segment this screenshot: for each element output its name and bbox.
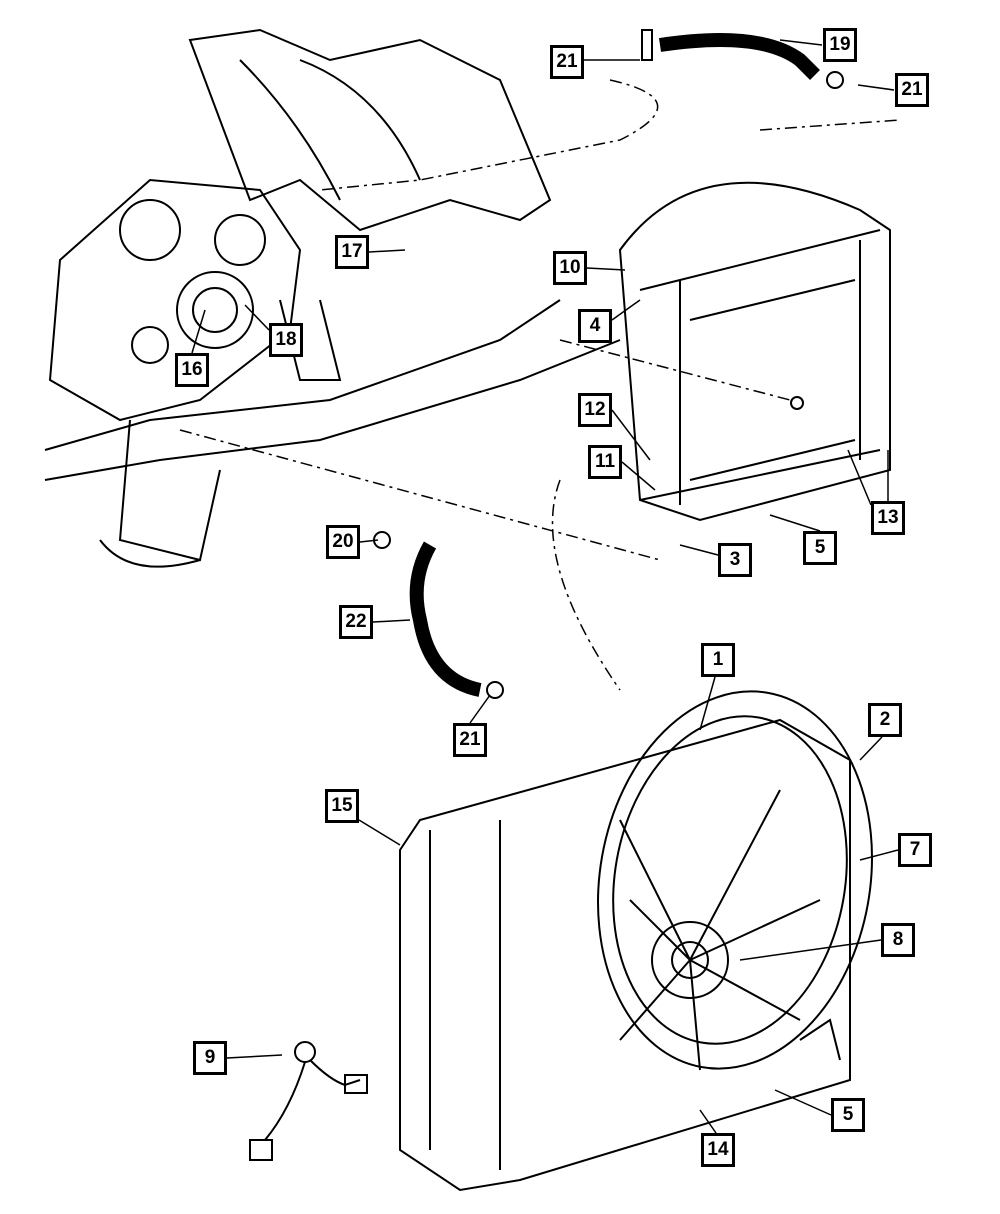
- callout-2: 2: [868, 703, 902, 737]
- callout-18: 18: [269, 323, 303, 357]
- callout-20: 20: [326, 525, 360, 559]
- callout-5-top: 5: [803, 531, 837, 565]
- callout-15: 15: [325, 789, 359, 823]
- callout-21-right: 21: [895, 73, 929, 107]
- callout-1: 1: [701, 643, 735, 677]
- callout-13: 13: [871, 501, 905, 535]
- callout-16: 16: [175, 353, 209, 387]
- assembly-lines: [179, 79, 901, 691]
- engine-compartment: [44, 28, 621, 568]
- callout-21-top: 21: [550, 45, 584, 79]
- callout-10: 10: [553, 251, 587, 285]
- callout-4: 4: [578, 309, 612, 343]
- wire-harness: [249, 1041, 368, 1161]
- callout-leaders: [191, 39, 899, 1134]
- callout-21-bottom: 21: [453, 723, 487, 757]
- callout-12: 12: [578, 393, 612, 427]
- callout-7: 7: [898, 833, 932, 867]
- callout-14: 14: [701, 1133, 735, 1167]
- callout-8: 8: [881, 923, 915, 957]
- fan-shroud-assembly: [399, 690, 873, 1192]
- callout-17: 17: [335, 235, 369, 269]
- radiator-upper: [341, 29, 891, 699]
- callout-5-bottom: 5: [831, 1098, 865, 1132]
- callout-22: 22: [339, 605, 373, 639]
- callout-19: 19: [823, 28, 857, 62]
- callout-11: 11: [588, 445, 622, 479]
- callout-3: 3: [718, 543, 752, 577]
- callout-9: 9: [193, 1041, 227, 1075]
